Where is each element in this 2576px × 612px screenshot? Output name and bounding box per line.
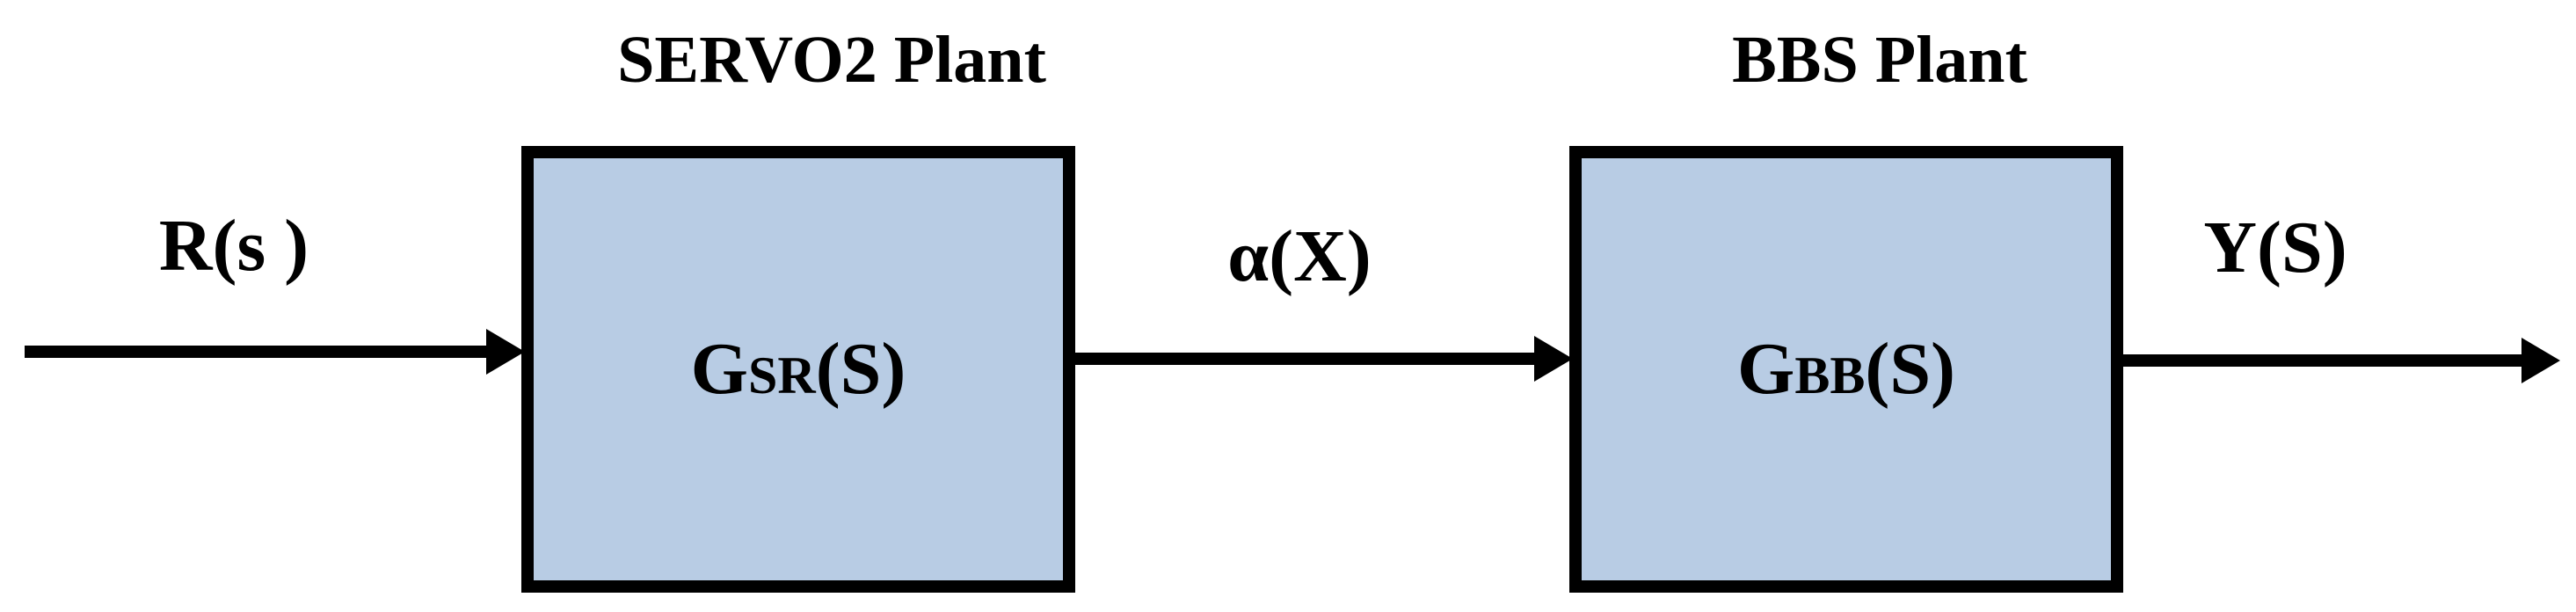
servo2-plant-title: SERVO2 Plant [617, 23, 1046, 97]
intermediate-arrow-head [1534, 336, 1573, 382]
bbs-fn-argument: (S) [1865, 328, 1956, 410]
intermediate-signal-label: α(X) [1227, 215, 1372, 297]
input-signal-label: R(s ) [158, 205, 309, 287]
bbs-fn-main: G [1736, 328, 1795, 410]
servo2-fn-subscript: SR [747, 346, 816, 404]
bbs-plant-title: BBS Plant [1732, 23, 2027, 97]
bbs-transfer-function: GBB(S) [1737, 332, 1955, 406]
bbs-plant-block: GBB(S) [1569, 146, 2123, 593]
output-signal-label: Y(S) [2203, 207, 2347, 288]
servo2-transfer-function: GSR(S) [691, 332, 906, 406]
input-arrow-head [486, 329, 525, 375]
servo2-plant-block: GSR(S) [521, 146, 1075, 593]
servo2-fn-argument: (S) [815, 328, 906, 410]
bbs-fn-subscript: BB [1794, 346, 1866, 404]
servo2-fn-main: G [690, 328, 748, 410]
output-arrow-head [2521, 338, 2560, 383]
